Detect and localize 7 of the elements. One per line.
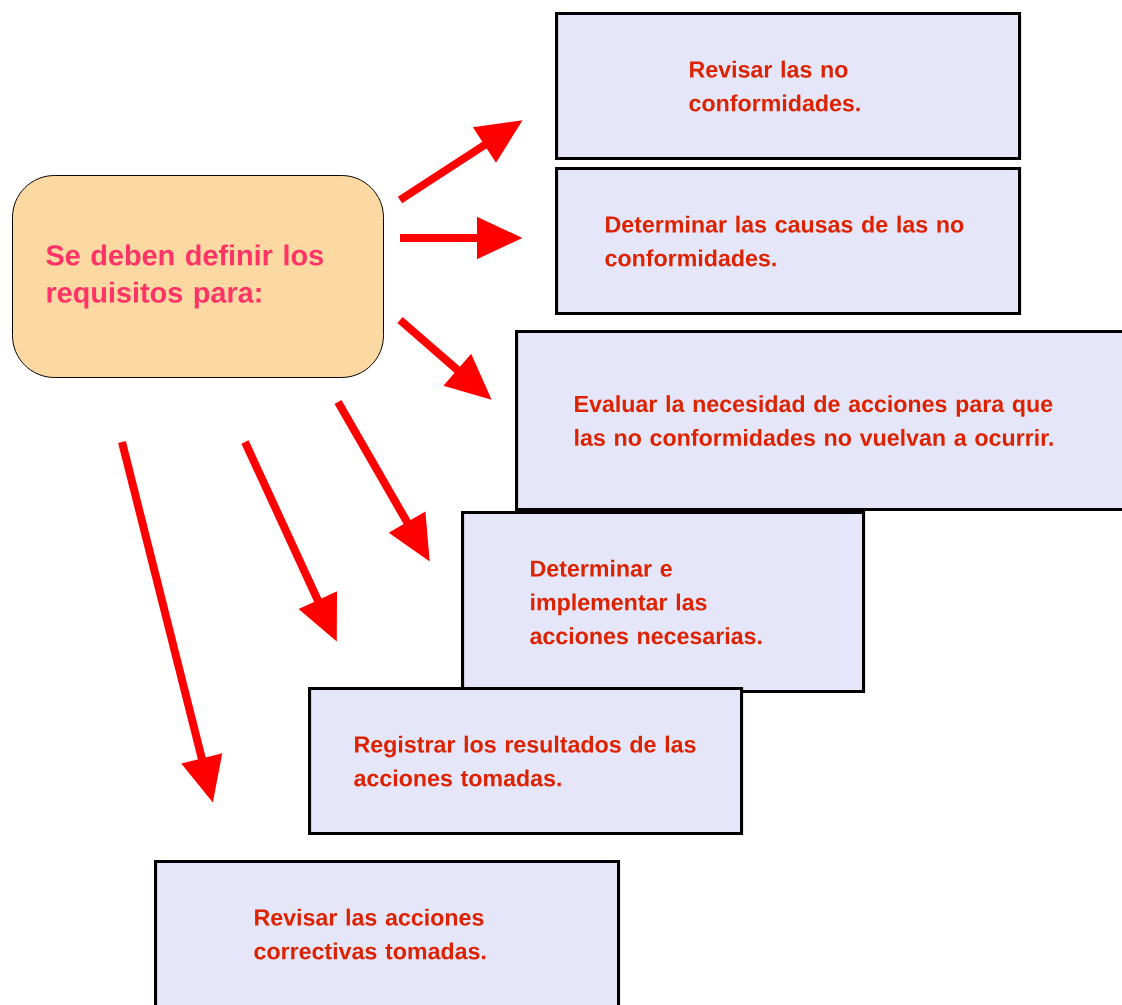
rounded-box: Se deben definir los requisitos para:	[12, 175, 384, 378]
process-box: Determinar las causas de las no conformidades.	[555, 167, 1022, 316]
process-box: Evaluar la necesidad de acciones para que las no conformidades no vuelvan a ocurrir.	[515, 330, 1122, 512]
process-box: Revisar las no conformidades.	[555, 12, 1022, 161]
process-box: Determinar e implementar las acciones necesarias.	[461, 511, 866, 694]
process-box: Registrar los resultados de las acciones tomadas.	[308, 687, 744, 836]
process-box: Revisar las acciones correctivas tomadas.	[154, 860, 621, 1005]
